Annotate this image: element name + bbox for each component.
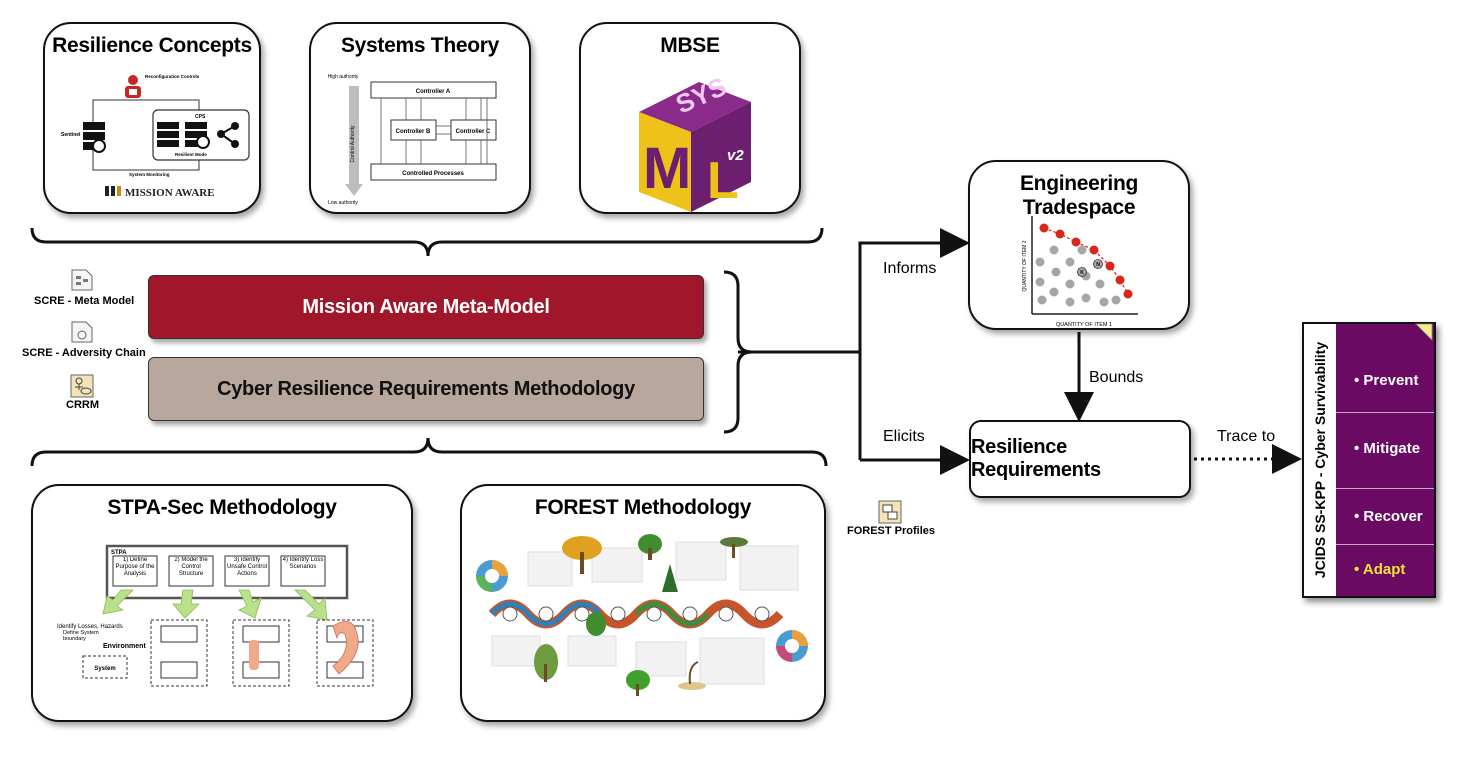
server-stack-icon: [157, 122, 210, 149]
forest-profiles-label: FOREST Profiles: [847, 525, 936, 537]
kpp-vertical-title: JCIDS SS-KPP - Cyber Survivability: [1304, 324, 1336, 596]
mission-aware-meta-model-bar: Mission Aware Meta-Model: [148, 275, 704, 339]
x-axis-label: QUANTITY OF ITEM 1: [1056, 322, 1112, 328]
cycle-wheel-right: [776, 630, 808, 662]
low-authority-label: Low authority: [328, 200, 358, 206]
tradespace-chart: QUANTITY OF ITEM 2 QUANTITY OF ITEM 1 K …: [1022, 216, 1138, 328]
svg-text:L: L: [707, 152, 739, 210]
step2-label: 2) Model the Control Structure: [174, 557, 208, 577]
engineering-tradespace-title: Engineering Tradespace: [1019, 172, 1139, 219]
forest-title: FOREST Methodology: [534, 496, 752, 519]
adversity-chain-icon: [71, 321, 93, 343]
step3-label: 3) Identify Unsafe Control Actions: [226, 557, 268, 577]
step4-label: 4) Identify Loss Scenarios: [282, 557, 324, 570]
environment-label: Environment: [103, 643, 146, 650]
kpp-item-adapt: • Adapt: [1354, 561, 1406, 578]
card-forest: FOREST Methodology: [460, 484, 826, 722]
resilience-concepts-title: Resilience Concepts: [52, 34, 252, 57]
kpp-title-text: JCIDS SS-KPP - Cyber Survivability: [1312, 341, 1328, 579]
crrm-label: CRRM: [66, 399, 99, 411]
reconfig-label: Reconfiguration Controls: [145, 74, 200, 79]
mission-aware-logo: MISSION AWARE: [105, 186, 215, 199]
controlled-processes-label: Controlled Processes: [402, 171, 464, 177]
stpa-sec-title: STPA-Sec Methodology: [107, 496, 337, 519]
scre-adversity-chain-label: SCRE - Adversity Chain: [22, 347, 146, 359]
boundary-label: Define System boundary: [63, 630, 99, 642]
resilience-requirements-box: Resilience Requirements: [969, 420, 1191, 498]
kpp-item-prevent: • Prevent: [1354, 372, 1419, 389]
trace-to-label: Trace to: [1217, 428, 1276, 445]
controller-a-label: Controller A: [416, 89, 451, 95]
card-engineering-tradespace: Engineering Tradespace QUANTITY OF ITEM …: [968, 160, 1190, 330]
point-n-label: N: [1096, 262, 1100, 268]
svg-text:M: M: [643, 136, 691, 201]
crrm-bar: Cyber Resilience Requirements Methodolog…: [148, 357, 704, 421]
kpp-divider: [1336, 488, 1434, 489]
control-structure-illustration: High authority Control Authority Low aut…: [328, 74, 497, 206]
tree-icons: [534, 534, 748, 696]
meta-model-icon: [71, 269, 93, 291]
sysml-version: v2: [727, 147, 744, 164]
controller-c-label: Controller C: [456, 129, 491, 135]
sysml-logo: SYS M L v2: [639, 71, 751, 212]
high-authority-label: High authority: [328, 74, 359, 80]
share-icon: [217, 122, 239, 148]
system-label: System: [94, 666, 115, 672]
point-k-label: K: [1080, 270, 1084, 276]
stpa-label: STPA: [111, 550, 127, 556]
monitoring-label: System Monitoring: [129, 172, 170, 177]
kpp-item-area: • Prevent • Mitigate • Recover • Adapt: [1336, 324, 1434, 596]
systems-theory-title: Systems Theory: [340, 34, 500, 57]
card-resilience-concepts: Resilience Concepts Reconfiguration Cont…: [43, 22, 261, 214]
card-stpa-sec: STPA-Sec Methodology STPA 1) Define Purp…: [31, 484, 413, 722]
card-systems-theory: Systems Theory High authority Control Au…: [309, 22, 531, 214]
sentinel-label: Sentinel: [61, 132, 81, 138]
crrm-icon: [70, 374, 94, 398]
person-icon: [125, 75, 141, 98]
meta-model-bar-label: Mission Aware Meta-Model: [302, 295, 550, 318]
svg-text:MISSION AWARE: MISSION AWARE: [125, 187, 215, 199]
kpp-divider: [1336, 412, 1434, 413]
crrm-bar-label: Cyber Resilience Requirements Methodolog…: [217, 377, 635, 400]
cps-label: CPS: [195, 114, 206, 120]
kpp-item-recover: • Recover: [1354, 508, 1423, 525]
losses-label: Identify Losses, Hazards: [57, 624, 123, 630]
kpp-divider: [1336, 544, 1434, 545]
kpp-panel: JCIDS SS-KPP - Cyber Survivability • Pre…: [1302, 322, 1436, 598]
control-authority-label: Control Authority: [350, 125, 356, 162]
controller-b-label: Controller B: [396, 129, 431, 135]
resilience-requirements-label: Resilience Requirements: [971, 436, 1101, 481]
cycle-wheel-left: [476, 560, 508, 592]
bounds-label: Bounds: [1089, 369, 1144, 386]
card-mbse: MBSE SYS M L v2: [579, 22, 801, 214]
mbse-title: MBSE: [660, 34, 720, 57]
stpa-illustration: STPA 1) Define Purpose of the Analysis 2…: [57, 544, 374, 687]
kpp-corner-fold: [1415, 323, 1433, 341]
forest-roadmap-illustration: [476, 534, 808, 696]
forest-profiles-icon: [878, 500, 902, 524]
resilient-mode-label: Resilient Mode: [175, 152, 207, 157]
step1-label: 1) Define Purpose of the Analysis: [115, 557, 155, 577]
y-axis-label: QUANTITY OF ITEM 2: [1022, 240, 1028, 291]
scre-meta-model-label: SCRE - Meta Model: [34, 295, 135, 307]
elicits-label: Elicits: [883, 428, 925, 445]
kpp-item-mitigate: • Mitigate: [1354, 440, 1421, 457]
informs-label: Informs: [883, 260, 937, 277]
server-icon: [83, 122, 106, 153]
resilience-concepts-illustration: Reconfiguration Controls Sentinel CPS: [61, 74, 250, 199]
